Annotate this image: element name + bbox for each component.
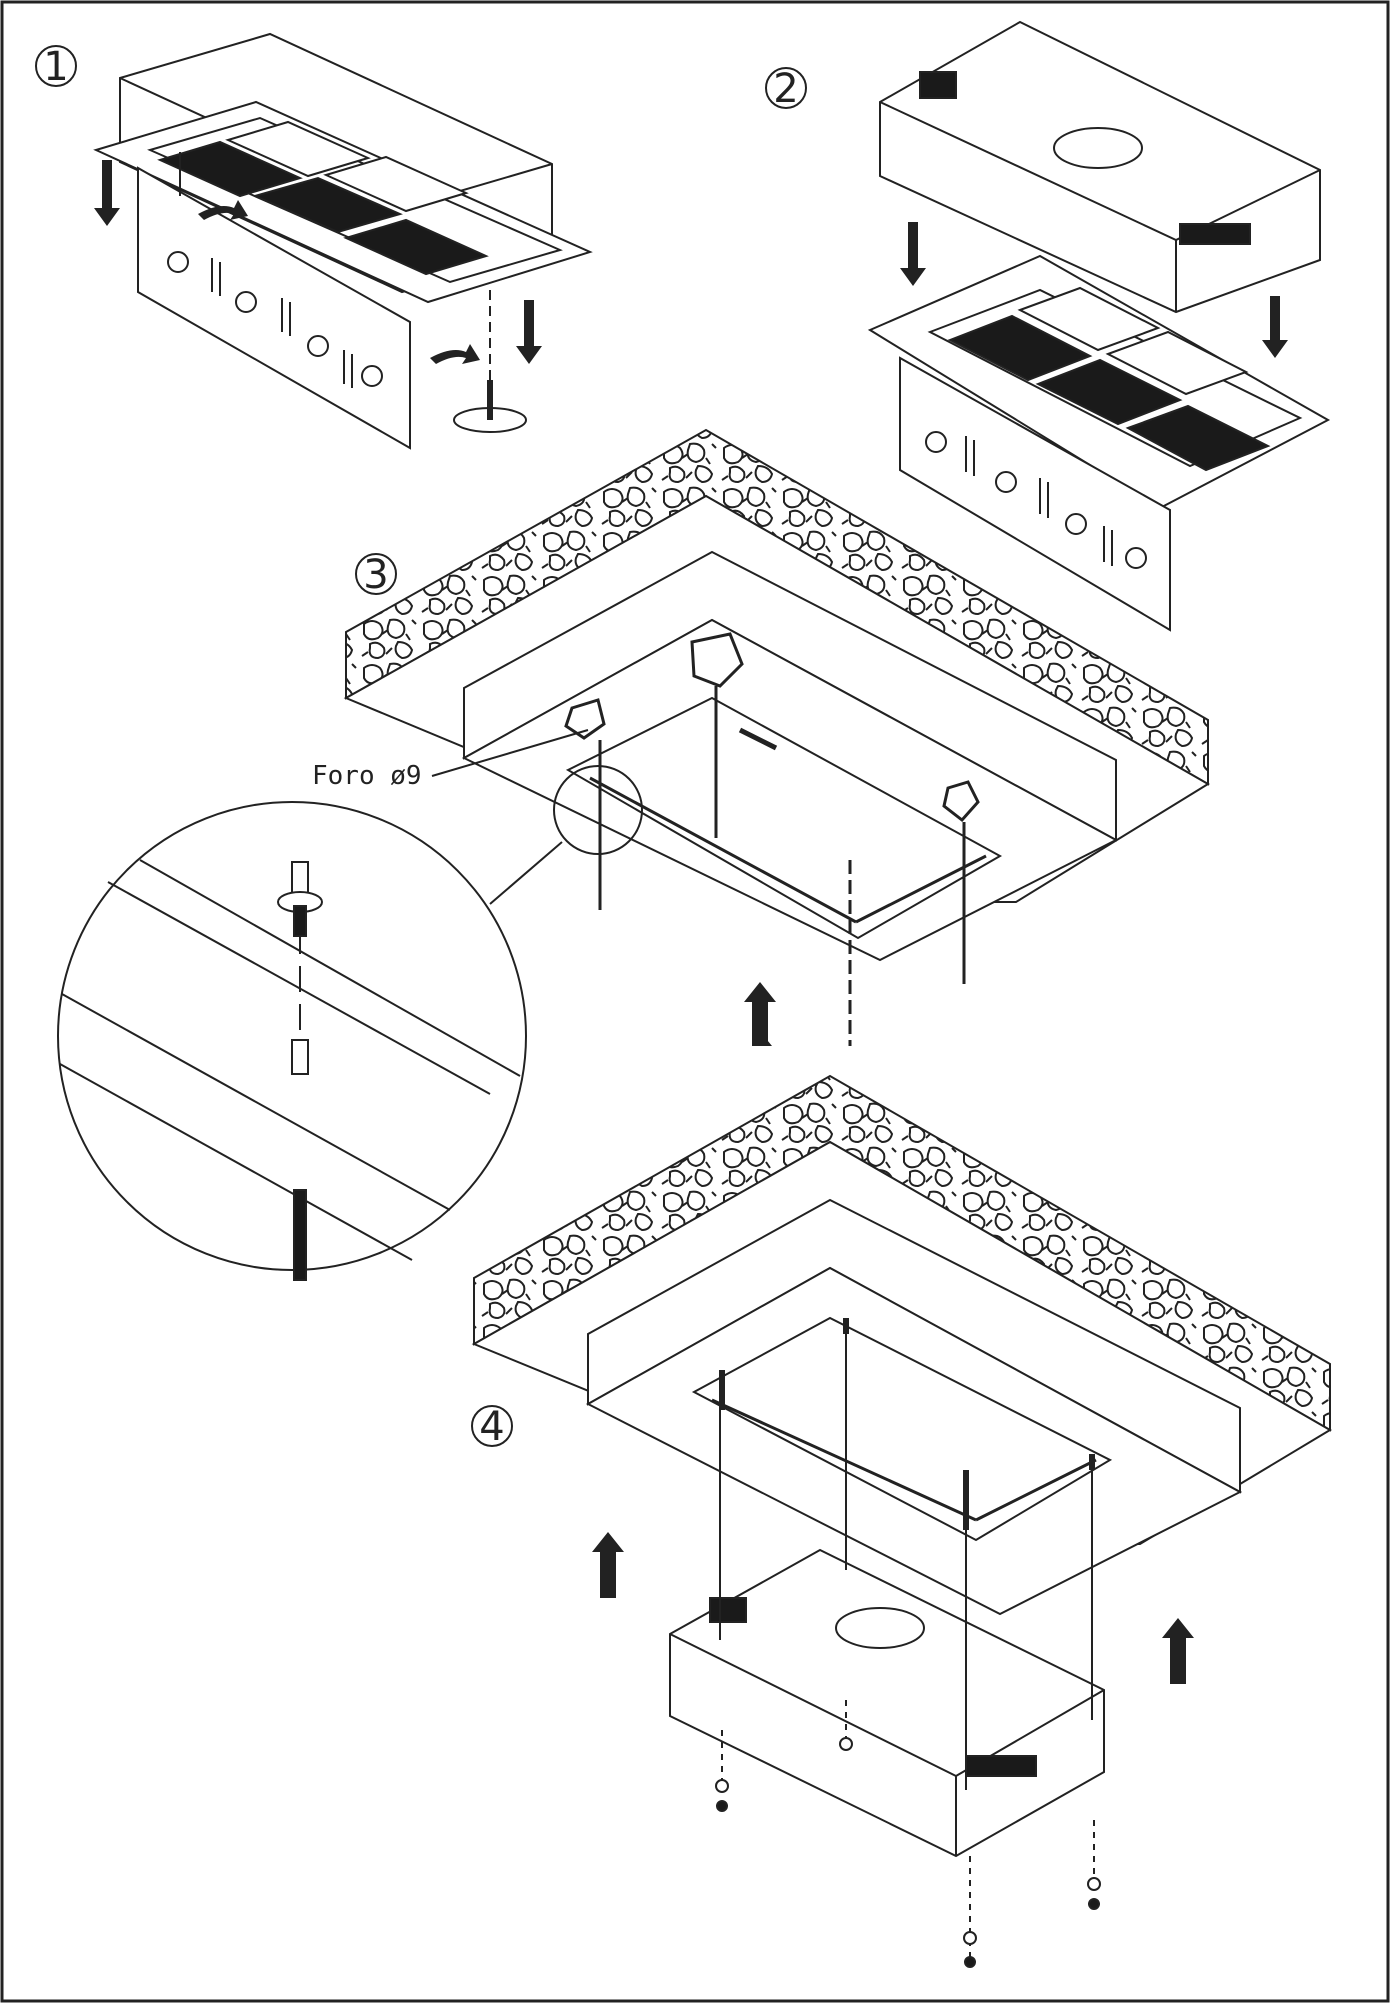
hole-leader-line bbox=[431, 729, 589, 777]
step-4-ceiling bbox=[471, 1074, 1332, 1616]
step-1-ring bbox=[35, 45, 77, 87]
step-4-label: 4 bbox=[479, 1404, 504, 1450]
step-2-ring bbox=[765, 67, 807, 109]
step-3-anchors bbox=[564, 632, 980, 1046]
hole-label: Foro ø9 bbox=[312, 761, 422, 791]
step-2-drawing bbox=[867, 20, 1331, 632]
detail-magnifier bbox=[57, 801, 527, 1281]
step-4-up-arrows bbox=[592, 1532, 1194, 1684]
step-1-drawing bbox=[93, 32, 593, 450]
detail-ring bbox=[553, 765, 643, 855]
step-1-arrows bbox=[94, 160, 542, 364]
step-2-arrows bbox=[900, 222, 1288, 358]
step-4-ring bbox=[471, 1405, 513, 1447]
step-4-hood-box bbox=[669, 1334, 1105, 1968]
step-3-up-arrow bbox=[744, 982, 776, 1046]
step-2-label: 2 bbox=[773, 66, 798, 112]
step-1-label: 1 bbox=[43, 44, 68, 90]
step-3-ring bbox=[355, 553, 397, 595]
step-3-label: 3 bbox=[363, 552, 388, 598]
detail-leader-line bbox=[489, 841, 563, 905]
step-3-ceiling bbox=[343, 428, 1210, 962]
